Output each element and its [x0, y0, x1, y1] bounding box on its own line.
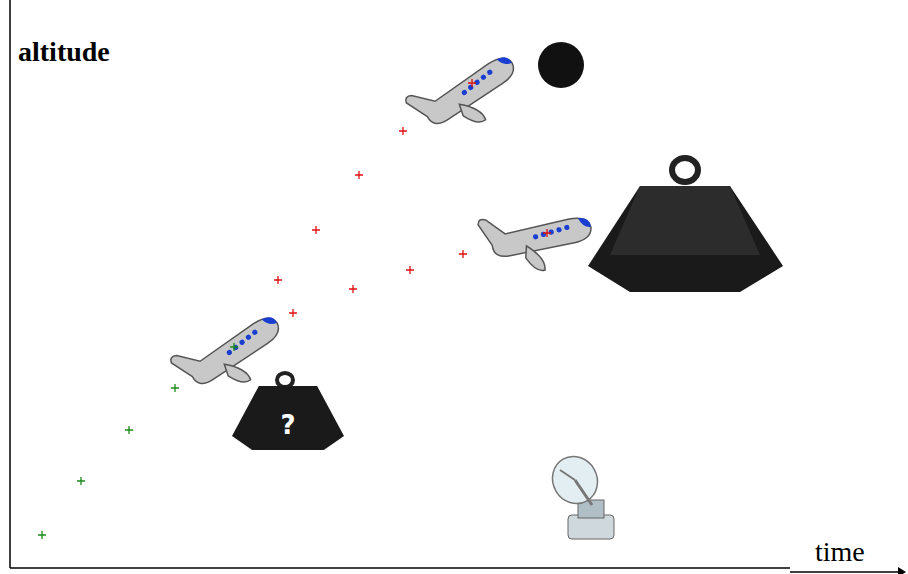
weight-shape: ? [232, 386, 344, 450]
axis-label: time [815, 538, 865, 566]
weight-label: ? [280, 398, 295, 438]
axis-label: altitude [18, 38, 110, 66]
